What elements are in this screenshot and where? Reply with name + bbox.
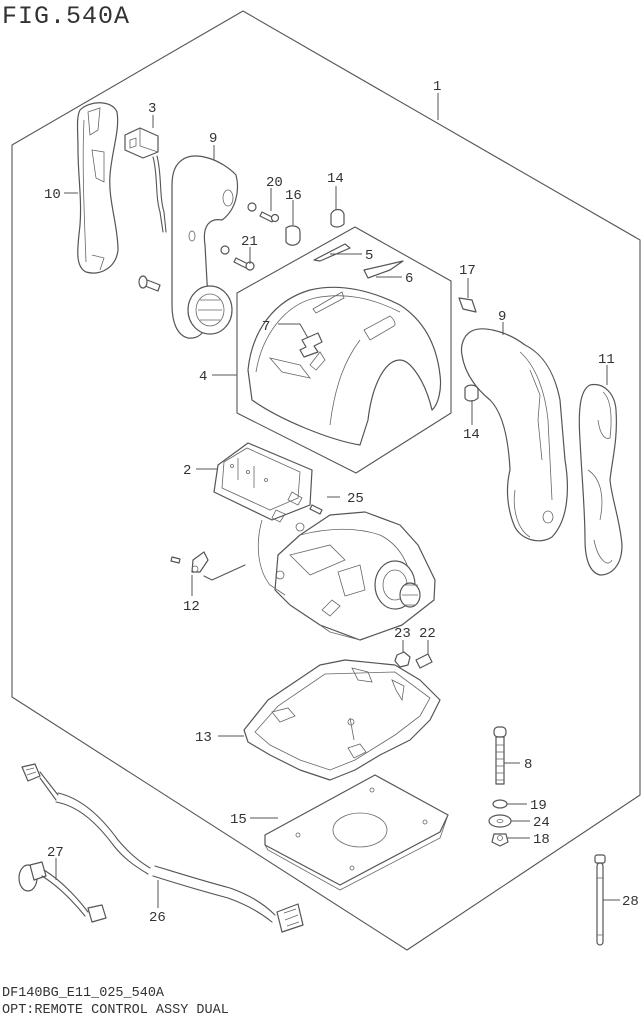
figure-footer: DF140BG_E11_025_540A OPT:REMOTE CONTROL … — [2, 985, 229, 1019]
part-18-nut[interactable] — [491, 833, 509, 847]
part-4-cover[interactable] — [247, 286, 442, 446]
part-6-decal[interactable] — [363, 260, 404, 279]
callout-9-right: 9 — [498, 309, 506, 325]
part-23-nut[interactable] — [394, 651, 411, 668]
figure-caption: OPT:REMOTE CONTROL ASSY DUAL — [2, 1003, 229, 1018]
callout-15: 15 — [230, 812, 247, 828]
part-15-mounting-gasket[interactable] — [264, 774, 449, 891]
callout-2: 2 — [183, 463, 191, 479]
part-24-washer[interactable] — [488, 814, 512, 828]
callout-8: 8 — [524, 757, 532, 773]
callout-14-top: 14 — [327, 171, 344, 187]
callout-11: 11 — [598, 352, 615, 368]
part-26-wiring-harness[interactable] — [21, 763, 304, 933]
part-25-screw[interactable] — [309, 504, 323, 515]
part-20-screw[interactable] — [247, 202, 280, 223]
callout-25: 25 — [347, 491, 364, 507]
part-16-cap[interactable] — [285, 225, 301, 246]
part-10-handle-grip[interactable] — [76, 102, 119, 274]
figure-code: DF140BG_E11_025_540A — [2, 986, 165, 1001]
assembly-boundary — [11, 10, 641, 951]
callout-13: 13 — [195, 730, 212, 746]
leader-lines — [55, 93, 620, 908]
callout-20: 20 — [266, 175, 283, 191]
callout-16: 16 — [285, 188, 302, 204]
cover-boundary — [236, 226, 452, 474]
part-5-decal[interactable] — [313, 243, 351, 262]
callout-19: 19 — [530, 798, 547, 814]
part-13-base-frame[interactable] — [243, 659, 441, 781]
part-11-grip-cover[interactable] — [578, 383, 623, 576]
callout-5: 5 — [365, 248, 373, 264]
callout-17: 17 — [459, 263, 476, 279]
callout-22: 22 — [419, 626, 436, 642]
callout-1: 1 — [433, 79, 441, 95]
part-8-bolt[interactable] — [493, 726, 507, 785]
part-3-connector[interactable] — [124, 127, 167, 233]
part-21-screw[interactable] — [220, 245, 255, 271]
callout-26: 26 — [149, 910, 166, 926]
callout-28: 28 — [622, 894, 639, 910]
lever-bolt[interactable] — [138, 275, 161, 292]
part-12-ground-terminal[interactable] — [170, 551, 246, 581]
part-7-emblem[interactable] — [299, 332, 323, 358]
callout-23: 23 — [394, 626, 411, 642]
callout-9-left: 9 — [209, 131, 217, 147]
callout-6: 6 — [405, 271, 413, 287]
figure-title: FIG.540A — [2, 2, 131, 31]
part-27-sensor-lead[interactable] — [18, 861, 107, 923]
callout-7: 7 — [262, 319, 270, 335]
part-22-bolt[interactable] — [415, 653, 433, 669]
callout-18: 18 — [533, 832, 550, 848]
part-9-control-lever-left[interactable] — [171, 155, 239, 339]
callout-14-right: 14 — [463, 427, 480, 443]
part-28-cable-tie[interactable] — [594, 854, 606, 946]
part-9-control-lever-right[interactable] — [460, 328, 569, 542]
part-17-tab[interactable] — [458, 297, 477, 313]
callout-4: 4 — [199, 369, 207, 385]
part-2-switch-panel[interactable] — [213, 442, 313, 523]
part-14-clip-right[interactable] — [464, 384, 479, 402]
callout-21: 21 — [241, 234, 258, 250]
control-mechanism[interactable] — [257, 511, 436, 641]
part-14-clip-top[interactable] — [330, 208, 345, 228]
callout-12: 12 — [183, 599, 200, 615]
callout-24: 24 — [533, 815, 550, 831]
callout-27: 27 — [47, 845, 64, 861]
callout-10: 10 — [44, 187, 61, 203]
callout-3: 3 — [148, 101, 156, 117]
part-19-washer[interactable] — [492, 799, 508, 809]
